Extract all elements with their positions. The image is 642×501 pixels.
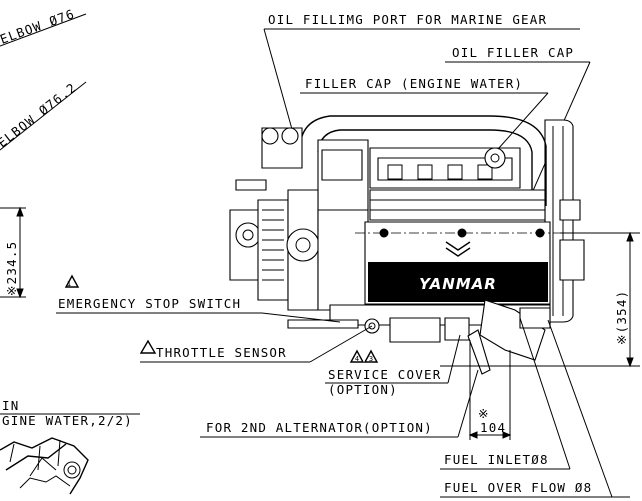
fuel-inlet-callout: FUEL INLETØ8 <box>440 317 571 470</box>
dim-234-5-label: ※234.5 <box>4 241 19 296</box>
service-cover-label: SERVICE COVER <box>328 367 441 382</box>
yanmar-emblem-icon <box>445 241 471 257</box>
engine-water-in-label: IN <box>2 398 19 413</box>
warning-triangle-icon <box>349 349 365 363</box>
elbow-76-2-callout: ELBOW Ø76.2 <box>0 79 87 151</box>
emergency-stop-label: EMERGENCY STOP SWITCH <box>58 296 241 311</box>
warning-triangle-icon <box>363 349 379 363</box>
emergency-stop-callout: 1 EMERGENCY STOP SWITCH <box>56 274 341 323</box>
emergency-stop-note: 1 <box>67 280 71 288</box>
service-cover-note-4: 4 <box>355 355 359 363</box>
filler-cap-water-callout: FILLER CAP (ENGINE WATER) <box>300 76 549 159</box>
elbow-76-2-label: ELBOW Ø76.2 <box>0 79 79 150</box>
engine-body: YANMAR <box>229 115 640 375</box>
oil-port-label: OIL FILLIMG PORT FOR MARINE GEAR <box>268 12 547 27</box>
dim-234-5: ※234.5 <box>0 206 26 299</box>
engine-water-label: GINE WATER,2/2) <box>2 413 133 428</box>
alternator-label: FOR 2ND ALTERNATOR(OPTION) <box>206 420 433 435</box>
filler-cap-water-label: FILLER CAP (ENGINE WATER) <box>305 76 523 91</box>
oil-filler-cap-label: OIL FILLER CAP <box>452 45 574 60</box>
dim-354-label: ※(354) <box>614 290 629 345</box>
yanmar-logo: YANMAR <box>419 275 497 293</box>
fuel-overflow-callout: FUEL OVER FLOW Ø8 <box>440 319 630 498</box>
service-cover-option: (OPTION) <box>328 382 398 397</box>
fitting-sketch <box>0 437 89 495</box>
service-cover-callout: 4 3 SERVICE COVER (OPTION) <box>325 334 461 397</box>
elbow-76-callout: ELBOW Ø76 <box>0 6 87 47</box>
throttle-sensor-callout: THROTTLE SENSOR <box>139 325 373 363</box>
throttle-sensor-label: THROTTLE SENSOR <box>156 345 287 360</box>
fuel-overflow-label: FUEL OVER FLOW Ø8 <box>444 480 592 495</box>
dim-104-label: 104 <box>480 420 506 435</box>
oil-port-callout: OIL FILLIMG PORT FOR MARINE GEAR <box>263 12 580 141</box>
alternator-callout: FOR 2ND ALTERNATOR(OPTION) <box>200 369 479 438</box>
elbow-76-label: ELBOW Ø76 <box>0 6 77 47</box>
engine-water-callout: IN GINE WATER,2/2) <box>0 398 140 428</box>
warning-triangle-icon <box>64 274 80 288</box>
warning-triangle-icon <box>139 339 157 354</box>
service-cover-note-3: 3 <box>369 355 373 363</box>
fuel-inlet-label: FUEL INLETØ8 <box>444 452 549 467</box>
dim-354: ※(354) <box>440 231 640 368</box>
dim-104-mark: ※ <box>478 406 490 421</box>
dim-104: ※ 104 <box>468 340 512 440</box>
